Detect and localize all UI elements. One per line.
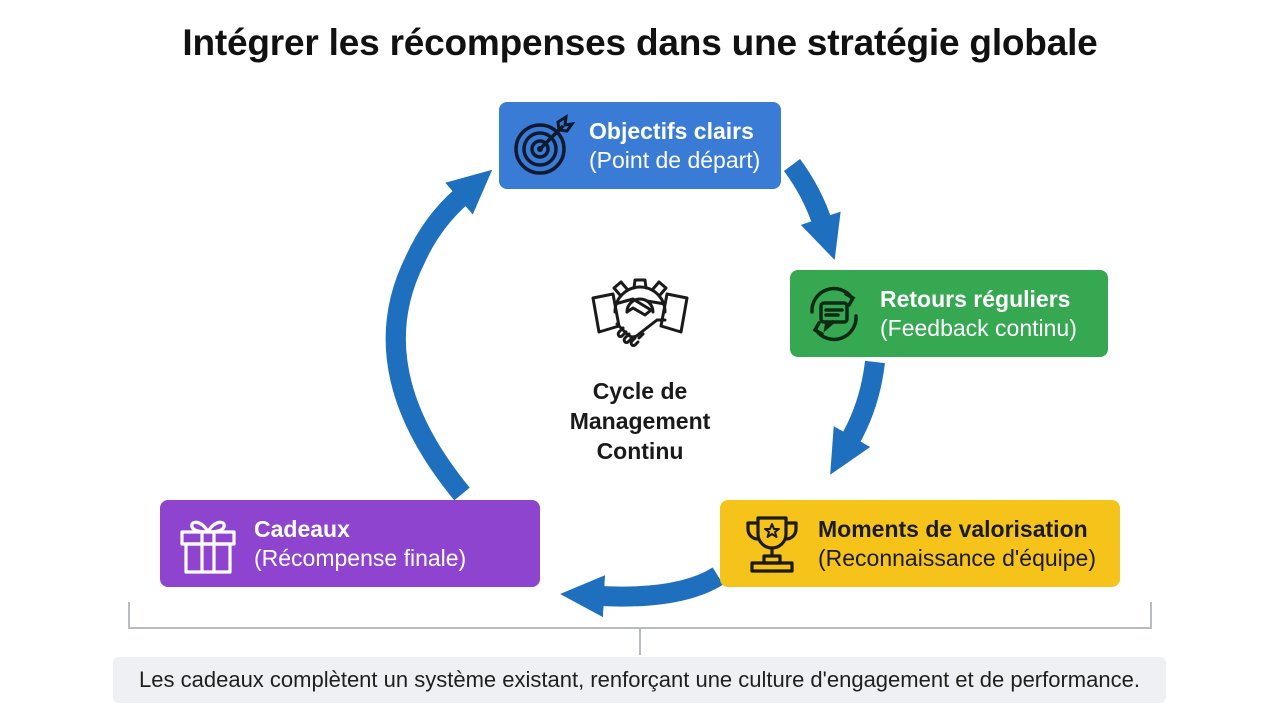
target-icon bbox=[514, 113, 575, 175]
center-line: Continu bbox=[596, 438, 684, 464]
arrow-objectifs-to-retours bbox=[783, 159, 841, 260]
arrow-moments-to-cadeaux bbox=[560, 567, 724, 618]
gift-icon bbox=[180, 520, 236, 574]
step-subtitle: (Reconnaissance d'équipe) bbox=[818, 544, 1097, 571]
center-line: Management bbox=[569, 408, 711, 434]
step-moments-de-valorisation: Moments de valorisation (Reconnaissance … bbox=[720, 500, 1120, 587]
step-title: Cadeaux bbox=[254, 515, 350, 542]
handshake-gear-icon bbox=[591, 278, 689, 347]
step-subtitle: (Feedback continu) bbox=[880, 314, 1077, 341]
step-title: Objectifs clairs bbox=[589, 117, 754, 144]
step-title: Moments de valorisation bbox=[818, 515, 1088, 542]
arrow-retours-to-moments bbox=[830, 360, 885, 475]
step-subtitle: (Récompense finale) bbox=[254, 544, 467, 571]
feedback-cycle-icon bbox=[810, 286, 858, 341]
step-retours-reguliers: Retours réguliers (Feedback continu) bbox=[790, 270, 1108, 357]
step-cadeaux: Cadeaux (Récompense finale) bbox=[160, 500, 540, 587]
step-subtitle: (Point de départ) bbox=[589, 146, 761, 173]
center-line: Cycle de bbox=[592, 378, 688, 404]
arrow-cadeaux-to-objectifs bbox=[385, 169, 493, 501]
page-title: Intégrer les récompenses dans une straté… bbox=[182, 22, 1098, 63]
step-title: Retours réguliers bbox=[880, 285, 1071, 312]
trophy-icon bbox=[746, 515, 798, 573]
step-objectifs-clairs: Objectifs clairs (Point de départ) bbox=[499, 102, 781, 189]
cycle-center-label: Cycle de Management Continu bbox=[540, 376, 740, 466]
footer-note: Les cadeaux complètent un système exista… bbox=[113, 657, 1166, 703]
